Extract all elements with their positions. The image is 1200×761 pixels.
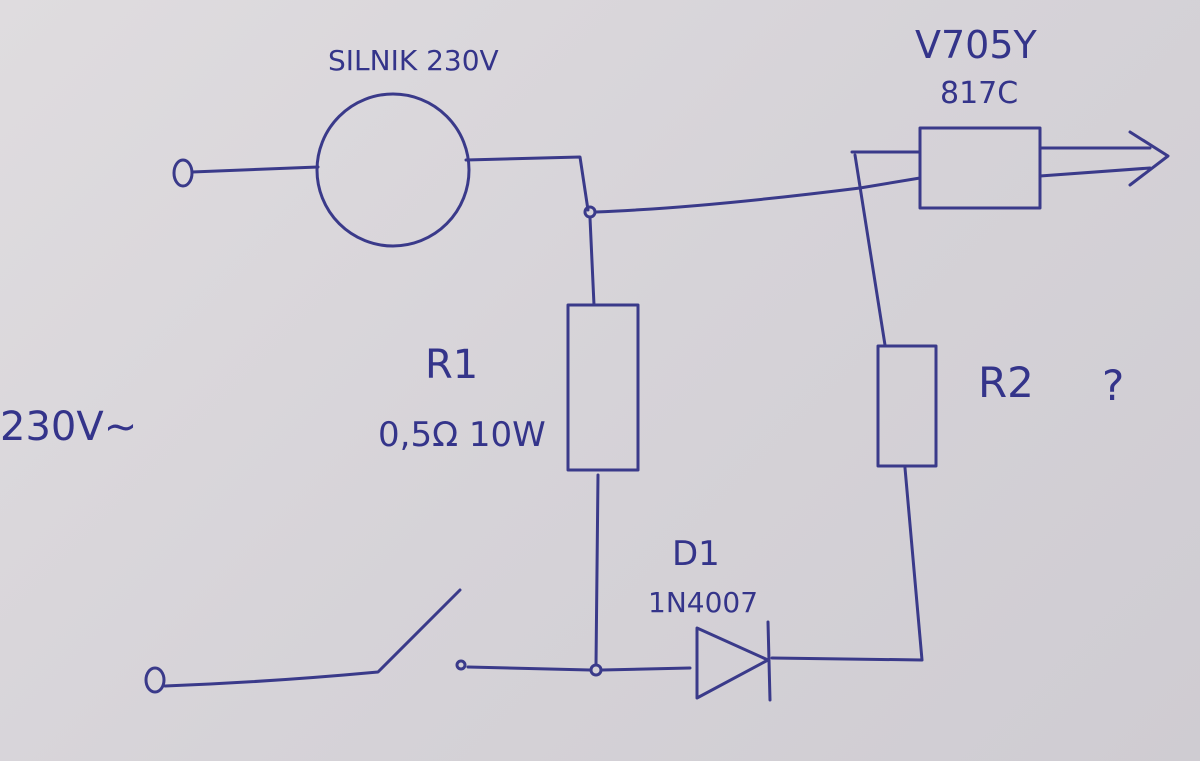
wire-node-r1 xyxy=(588,216,596,307)
wire-r1-bottom xyxy=(594,473,600,667)
resistor-r2-symbol xyxy=(876,344,938,468)
motor-label: SILNIK 230V xyxy=(328,44,499,77)
d1-name-label: D1 xyxy=(672,534,720,574)
node-top xyxy=(583,205,597,219)
r2-name-label: R2 xyxy=(978,358,1034,407)
opto-output-arrow xyxy=(1038,130,1170,187)
r1-name-label: R1 xyxy=(425,342,478,388)
wire-motor-to-node xyxy=(464,155,590,212)
d1-part-label: 1N4007 xyxy=(648,586,758,619)
supply-label: 230V~ xyxy=(0,404,137,450)
opto-code-label: 817C xyxy=(940,76,1018,111)
wire-switch-node xyxy=(466,665,592,672)
wire-node-diode xyxy=(600,666,692,672)
r2-question-label: ? xyxy=(1102,361,1124,410)
wire-opto-r2 xyxy=(853,153,887,347)
terminal-top xyxy=(172,158,194,188)
diode-d1-symbol xyxy=(695,626,770,700)
motor-symbol xyxy=(315,92,471,248)
resistor-r1-symbol xyxy=(566,303,640,472)
switch-symbol xyxy=(163,588,462,688)
node-bottom xyxy=(589,663,603,677)
wire-r2-diode xyxy=(770,466,924,662)
switch-contact xyxy=(455,659,467,671)
diode-cathode-bar xyxy=(766,620,772,702)
terminal-bottom xyxy=(144,666,166,694)
wire-to-opto xyxy=(594,176,922,214)
r1-value-label: 0,5Ω 10W xyxy=(378,415,546,455)
opto-part-label: V705Y xyxy=(915,23,1038,67)
optocoupler-symbol xyxy=(918,126,1042,210)
wire-top-left xyxy=(190,165,320,174)
